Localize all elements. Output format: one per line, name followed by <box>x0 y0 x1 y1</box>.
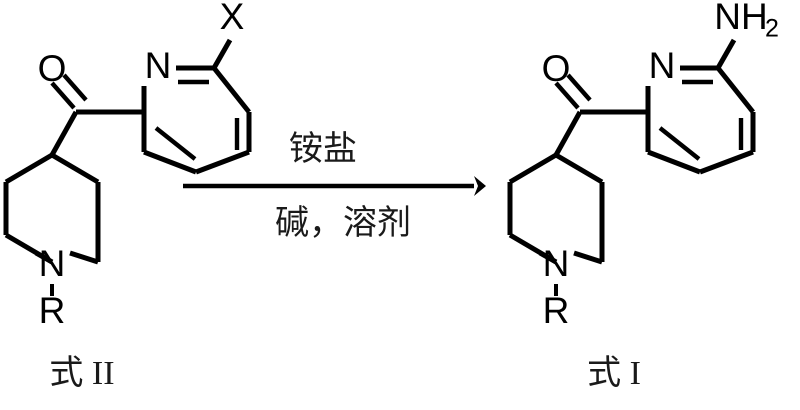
product-c4-carbonyl-bond <box>553 110 583 157</box>
product-amino-substituent-label: NH <box>714 0 767 37</box>
product-structure: N R O <box>507 0 779 392</box>
product-amino-bond <box>715 38 737 70</box>
product-carbonyl-oxygen-label: O <box>542 48 571 89</box>
reactant-piperidine-ring <box>3 152 101 265</box>
reaction-arrow-head <box>474 176 486 196</box>
reactant-r-group-label: R <box>39 290 66 331</box>
reaction-condition-below-label: 碱，溶剂 <box>275 204 411 242</box>
product-piperidine-ring <box>507 152 605 265</box>
reactant-pyridine-ring <box>141 65 252 175</box>
product-formula-label: 式 I <box>587 355 641 392</box>
product-piperidine-nitrogen-label: N <box>543 243 570 284</box>
reaction-arrow <box>183 176 486 196</box>
product-carbonyl-double-bond <box>554 73 592 110</box>
reactant-structure: N R O <box>3 0 252 392</box>
reactant-c4-carbonyl-bond <box>49 110 79 157</box>
product-amino-subscript-label: 2 <box>765 15 779 43</box>
reactant-piperidine-nitrogen-label: N <box>39 243 66 284</box>
reactant-formula-label: 式 II <box>49 355 114 392</box>
reactant-carbonyl-double-bond <box>50 73 88 110</box>
reactant-x-substituent-label: X <box>220 0 245 37</box>
product-r-group-label: R <box>543 290 570 331</box>
product-pyridine-nitrogen-label: N <box>649 45 676 86</box>
reactant-carbonyl-oxygen-label: O <box>38 48 67 89</box>
reactant-pyridine-nitrogen-label: N <box>145 45 172 86</box>
reaction-condition-above-label: 铵盐 <box>289 130 357 168</box>
reactant-x-bond <box>211 38 233 70</box>
product-pyridine-ring <box>645 65 756 175</box>
